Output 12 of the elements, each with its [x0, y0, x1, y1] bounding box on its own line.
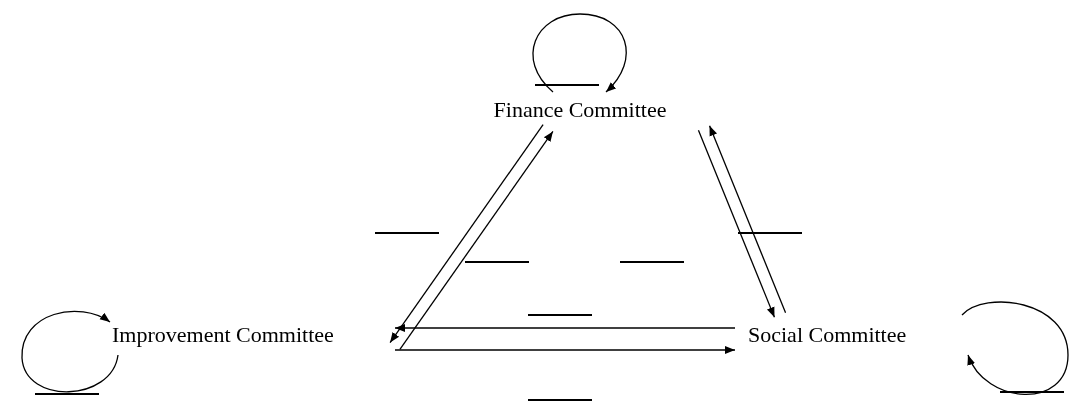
- loop-arrow: [961, 301, 1069, 396]
- node-label: Social Committee: [748, 321, 907, 349]
- loop-arrow: [532, 13, 627, 93]
- arrow: [389, 123, 544, 344]
- arrow: [394, 346, 736, 354]
- node-label: Finance Committee: [493, 96, 667, 124]
- arrow: [708, 125, 787, 314]
- node-label: Improvement Committee: [112, 321, 334, 349]
- arrow: [697, 129, 776, 318]
- arrow: [394, 324, 736, 332]
- loop-arrow: [21, 310, 119, 393]
- arrow: [399, 130, 554, 351]
